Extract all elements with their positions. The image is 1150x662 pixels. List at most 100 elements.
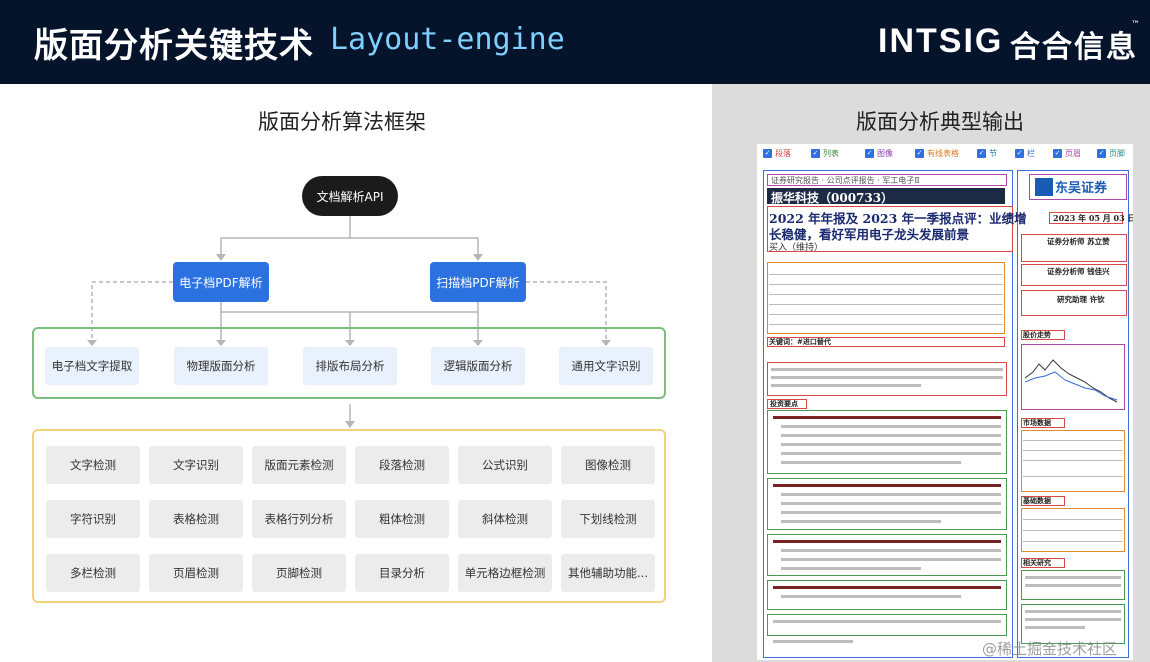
checkbox-icon: ✓ bbox=[915, 149, 924, 158]
checkbox-icon: ✓ bbox=[977, 149, 986, 158]
text-line bbox=[781, 595, 961, 598]
capability-item: 段落检测 bbox=[355, 446, 449, 484]
table-row-line bbox=[1023, 530, 1123, 531]
analyst-box-3 bbox=[1021, 290, 1127, 316]
table-row-line bbox=[1023, 519, 1123, 520]
table-row-line bbox=[1023, 450, 1123, 451]
doc-top-line: 证券研究报告 · 公司点评报告 · 军工电子Ⅱ bbox=[771, 176, 920, 185]
legend-header[interactable]: ✓页眉 bbox=[1053, 149, 1081, 158]
table-row-line bbox=[769, 314, 1003, 315]
layout-output-document: ✓段落 ✓列表 ✓图像 ✓有线表格 ✓节 ✓栏 ✓页眉 ✓页脚 证券研究报告 ·… bbox=[757, 144, 1133, 660]
capability-item: 图像检测 bbox=[561, 446, 655, 484]
text-line bbox=[781, 493, 1001, 496]
doc-basic-data: 基础数据 bbox=[1023, 496, 1051, 505]
checkbox-icon: ✓ bbox=[1097, 149, 1106, 158]
table-row-line bbox=[1023, 541, 1123, 542]
paragraph-box bbox=[767, 362, 1007, 396]
module-general-ocr: 通用文字识别 bbox=[559, 347, 653, 385]
legend-section[interactable]: ✓节 bbox=[977, 149, 997, 158]
capability-item: 页脚检测 bbox=[252, 554, 346, 592]
text-line bbox=[1025, 618, 1121, 621]
text-line bbox=[1025, 576, 1121, 579]
framework-title: 版面分析算法框架 bbox=[258, 110, 426, 134]
text-line bbox=[773, 620, 1001, 623]
forecast-table-box bbox=[767, 262, 1005, 334]
legend-footer[interactable]: ✓页脚 bbox=[1097, 149, 1125, 158]
text-line bbox=[773, 640, 853, 643]
legend-paragraph[interactable]: ✓段落 bbox=[763, 149, 791, 158]
text-line bbox=[771, 368, 1003, 371]
text-line bbox=[781, 567, 921, 570]
analyst-box-1 bbox=[1021, 234, 1127, 262]
date-box bbox=[1049, 212, 1123, 224]
related-title-box bbox=[1021, 558, 1065, 568]
related-list-box bbox=[1021, 570, 1125, 600]
doc-date: 2023 年 05 月 03 日 bbox=[1053, 213, 1133, 223]
basic-table-box bbox=[1021, 508, 1125, 552]
chart-title-box bbox=[1021, 330, 1065, 340]
page-title: 版面分析关键技术 bbox=[34, 26, 314, 66]
brand-trademark: ™ bbox=[1131, 20, 1140, 30]
table-row-line bbox=[1023, 440, 1123, 441]
checkbox-icon: ✓ bbox=[811, 149, 820, 158]
legend-image[interactable]: ✓图像 bbox=[865, 149, 893, 158]
section-title-box bbox=[767, 399, 807, 409]
related-list-box bbox=[1021, 604, 1125, 644]
doc-market-data: 市场数据 bbox=[1023, 418, 1051, 427]
checkbox-icon: ✓ bbox=[1015, 149, 1024, 158]
list-item-box bbox=[767, 534, 1007, 576]
text-line bbox=[781, 549, 1001, 552]
column-box-right bbox=[1017, 170, 1129, 658]
text-line bbox=[781, 452, 1001, 455]
page-header-box bbox=[767, 174, 1007, 186]
capability-item: 目录分析 bbox=[355, 554, 449, 592]
table-row-line bbox=[769, 274, 1003, 275]
headline-box bbox=[767, 206, 1013, 252]
share-price-chart bbox=[1025, 359, 1118, 403]
capability-item: 字符识别 bbox=[46, 500, 140, 538]
text-line bbox=[771, 384, 921, 387]
broker-name: 东吴证券 bbox=[1055, 181, 1108, 196]
text-line bbox=[773, 540, 1001, 543]
capability-item: 文字识别 bbox=[149, 446, 243, 484]
checkbox-icon: ✓ bbox=[763, 149, 772, 158]
branch-scanned-pdf: 扫描档PDF解析 bbox=[430, 262, 526, 302]
module-text-extraction: 电子档文字提取 bbox=[45, 347, 139, 385]
share-chart-image-box bbox=[1021, 344, 1125, 410]
capability-item: 公式识别 bbox=[458, 446, 552, 484]
doc-keywords: 关键词：#进口替代 bbox=[769, 337, 831, 346]
keywords-box bbox=[767, 337, 1005, 347]
core-modules-group bbox=[32, 327, 666, 399]
capability-item: 粗体检测 bbox=[355, 500, 449, 538]
broker-logo-box bbox=[1029, 174, 1127, 200]
doc-section-invest: 投资要点 bbox=[770, 399, 798, 408]
api-node: 文档解析API bbox=[302, 176, 398, 216]
legend-list[interactable]: ✓列表 bbox=[811, 149, 839, 158]
table-row-line bbox=[769, 324, 1003, 325]
header-bar: 版面分析关键技术 Layout-engine INTSIG 合合信息 ™ bbox=[0, 0, 1150, 84]
table-row-line bbox=[1023, 476, 1123, 477]
capability-item: 表格行列分析 bbox=[252, 500, 346, 538]
table-row-line bbox=[1023, 460, 1123, 461]
capability-item: 表格检测 bbox=[149, 500, 243, 538]
company-band bbox=[767, 188, 1005, 204]
module-typesetting-layout: 排版布局分析 bbox=[303, 347, 397, 385]
basic-title-box bbox=[1021, 496, 1065, 506]
doc-headline-1: 2022 年年报及 2023 年一季报点评：业绩增 bbox=[769, 211, 1027, 226]
legend-column[interactable]: ✓栏 bbox=[1015, 149, 1035, 158]
watermark: @稀土掘金技术社区 bbox=[982, 640, 1118, 658]
layout-legend: ✓段落 ✓列表 ✓图像 ✓有线表格 ✓节 ✓栏 ✓页眉 ✓页脚 bbox=[757, 144, 1133, 166]
list-item-box bbox=[767, 614, 1007, 636]
broker-logo-icon bbox=[1035, 178, 1053, 196]
text-line bbox=[773, 416, 1001, 419]
market-title-box bbox=[1021, 418, 1065, 428]
branch-electronic-pdf: 电子档PDF解析 bbox=[173, 262, 269, 302]
checkbox-icon: ✓ bbox=[1053, 149, 1062, 158]
text-line bbox=[781, 461, 961, 464]
list-item-box bbox=[767, 478, 1007, 530]
text-line bbox=[1025, 584, 1121, 587]
column-box-left bbox=[763, 170, 1013, 658]
table-row-line bbox=[769, 294, 1003, 295]
doc-share-chart: 股价走势 bbox=[1023, 330, 1051, 339]
legend-table[interactable]: ✓有线表格 bbox=[915, 149, 959, 158]
